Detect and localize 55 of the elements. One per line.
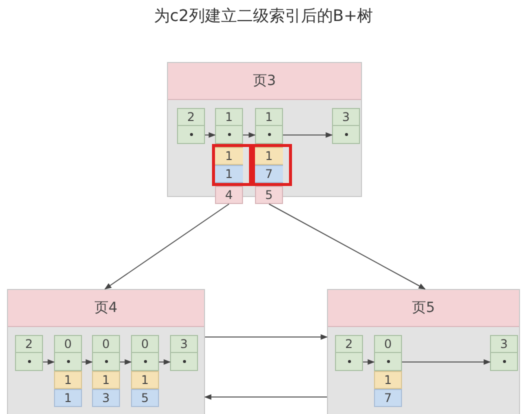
- primary-key-cell: 7: [374, 389, 402, 407]
- record-column: [54, 335, 82, 407]
- arrow: [204, 394, 328, 400]
- column-cell: 1: [54, 371, 82, 389]
- arrow: [268, 204, 426, 290]
- column-cell: 1: [374, 371, 402, 389]
- primary-key-cell: 1: [54, 389, 82, 407]
- page-number-cell: 4: [215, 186, 243, 204]
- column-cell: 1: [131, 371, 159, 389]
- diagram-title: 为c2列建立二级索引后的B+树: [152, 6, 374, 27]
- record-column: [335, 335, 363, 371]
- arrow: [158, 359, 171, 365]
- key-cell: 1: [255, 108, 283, 126]
- primary-key-cell: 3: [92, 389, 120, 407]
- arrow: [362, 359, 375, 365]
- arrow: [104, 204, 230, 290]
- column-cell: 1: [92, 371, 120, 389]
- key-cell: 2: [177, 108, 205, 126]
- page-title: 页4: [94, 299, 118, 317]
- key-cell: 2: [15, 335, 43, 353]
- column-cell: 1: [215, 147, 243, 165]
- page-number-cell: 5: [255, 186, 283, 204]
- record-column: [332, 108, 360, 144]
- key-cell: 0: [92, 335, 120, 353]
- primary-key-cell: 7: [255, 165, 283, 183]
- primary-key-cell: 1: [215, 165, 243, 183]
- key-cell: 0: [131, 335, 159, 353]
- arrow: [282, 132, 333, 138]
- record-column: [131, 335, 159, 407]
- arrow: [402, 359, 491, 365]
- record-column: [490, 335, 518, 371]
- key-cell: 2: [335, 335, 363, 353]
- page-title: 页5: [412, 299, 435, 317]
- arrow: [120, 359, 132, 365]
- key-cell: 3: [332, 108, 360, 126]
- arrow: [204, 334, 328, 340]
- record-column: [374, 335, 402, 407]
- page-box: [7, 289, 205, 414]
- record-column: [92, 335, 120, 407]
- page-title: 页3: [253, 72, 276, 90]
- page-box: [327, 289, 520, 414]
- arrow: [42, 359, 55, 365]
- arrow: [204, 132, 216, 138]
- arrow: [242, 132, 256, 138]
- column-cell: 1: [255, 147, 283, 165]
- primary-key-cell: 5: [131, 389, 159, 407]
- key-cell: 3: [490, 335, 518, 353]
- record-column: [170, 335, 198, 371]
- arrow: [82, 359, 93, 365]
- record-column: [177, 108, 205, 144]
- key-cell: 0: [54, 335, 82, 353]
- key-cell: 0: [374, 335, 402, 353]
- key-cell: 1: [215, 108, 243, 126]
- record-column: [15, 335, 43, 371]
- key-cell: 3: [170, 335, 198, 353]
